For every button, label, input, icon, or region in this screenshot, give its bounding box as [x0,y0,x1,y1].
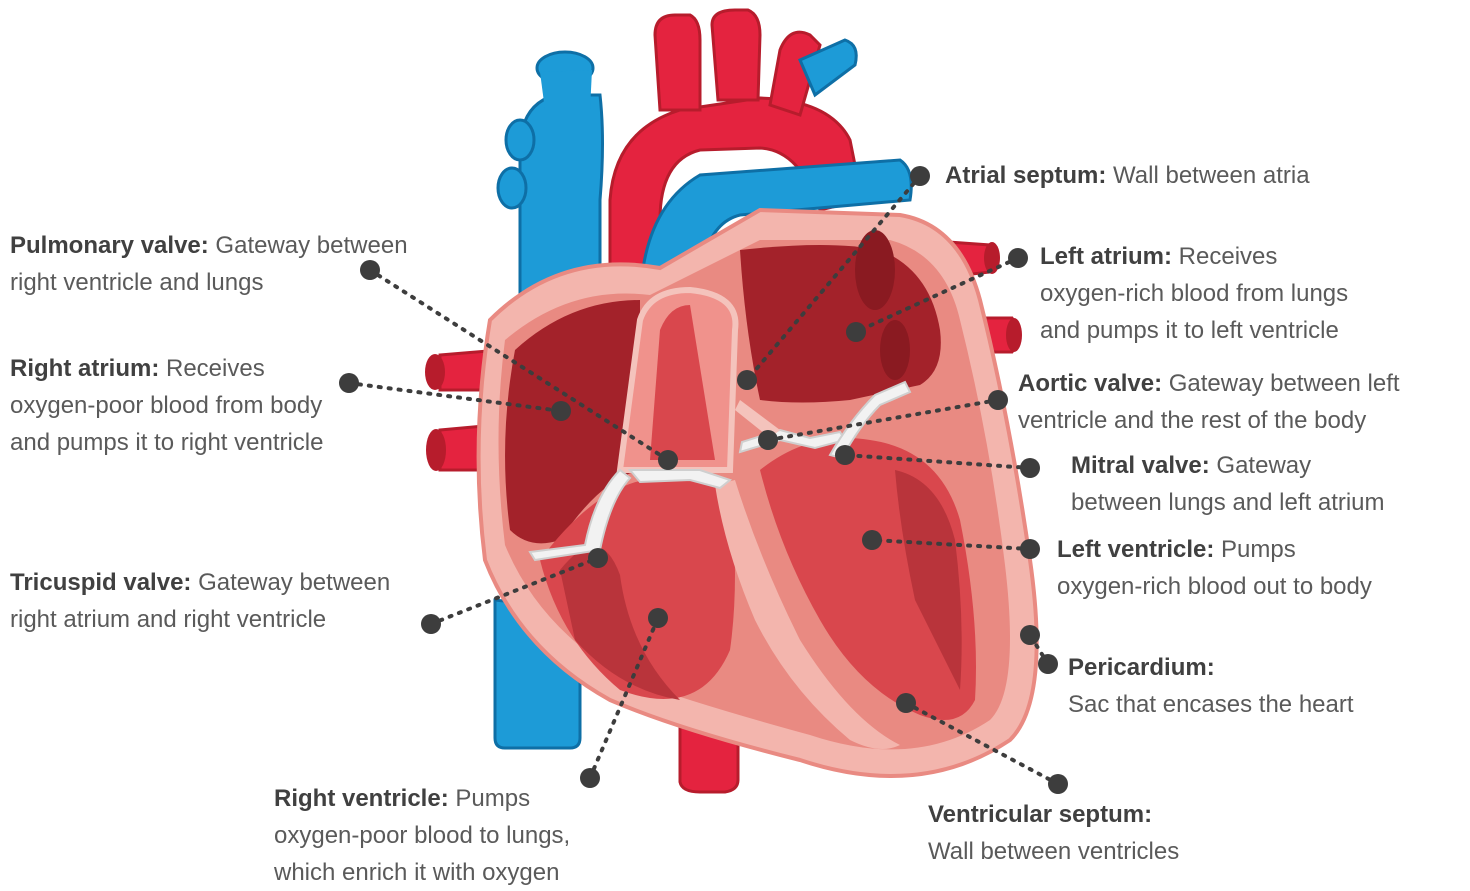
right-ventricle-text-2: oxygen-poor blood to lungs, [274,817,570,854]
pulmonary-valve-dot-inner [658,450,678,470]
aortic-valve-dot-inner [758,430,778,450]
pericardium-dot-inner [1020,625,1040,645]
mitral-valve-text-1: Gateway [1216,452,1311,479]
pericardium-title: Pericardium: [1068,654,1215,681]
atrial-septum-title: Atrial septum: [945,162,1106,189]
right-atrium-title: Right atrium: [10,355,159,382]
pericardium-text: Sac that encases the heart [1068,686,1354,723]
label-pericardium: Pericardium: Sac that encases the heart [1068,649,1354,723]
tricuspid-valve-dot-inner [588,548,608,568]
left-atrium-text-3: and pumps it to left ventricle [1040,312,1348,349]
label-aortic-valve: Aortic valve: Gateway between left ventr… [1018,365,1400,439]
right-atrium-dot-outer [339,373,359,393]
aorta-branch-1 [655,15,700,110]
right-atrium-text-1: Receives [166,355,265,382]
label-right-ventricle: Right ventricle: Pumps oxygen-poor blood… [274,780,570,891]
label-pulmonary-valve: Pulmonary valve: Gateway between right v… [10,227,408,301]
right-atrium-text-3: and pumps it to right ventricle [10,424,324,461]
label-left-ventricle: Left ventricle: Pumps oxygen-rich blood … [1057,531,1372,605]
label-left-atrium: Left atrium: Receives oxygen-rich blood … [1040,238,1348,349]
right-ventricle-text-3: which enrich it with oxygen [274,854,570,891]
pulmonary-valve-text-2: right ventricle and lungs [10,264,408,301]
ventricular-septum-dot-outer [1048,774,1068,794]
mitral-valve-dot-outer [1020,458,1040,478]
pericardium-dot-outer [1038,654,1058,674]
ventricular-septum-dot-inner [896,693,916,713]
aorta-branch-2 [712,10,760,100]
right-atrium-dot-inner [551,401,571,421]
label-mitral-valve: Mitral valve: Gateway between lungs and … [1071,447,1385,521]
label-atrial-septum: Atrial septum: Wall between atria [945,157,1310,194]
aortic-valve-text-2: ventricle and the rest of the body [1018,402,1400,439]
atrial-septum-dot-outer [910,166,930,186]
pulmonary-valve-text-1: Gateway between [215,232,407,259]
atrial-septum-dot-inner [737,370,757,390]
right-ventricle-dot-inner [648,608,668,628]
left-atrium-text-2: oxygen-rich blood from lungs [1040,275,1348,312]
left-atrium-title: Left atrium: [1040,243,1172,270]
tricuspid-valve-text-1: Gateway between [198,569,390,596]
atrial-septum-text: Wall between atria [1113,162,1310,189]
ventricular-septum-text: Wall between ventricles [928,833,1179,870]
aortic-valve-title: Aortic valve: [1018,370,1162,397]
aortic-valve-text-1: Gateway between left [1169,370,1400,397]
label-ventricular-septum: Ventricular septum: Wall between ventric… [928,796,1179,870]
left-atrium-dot-outer [1008,248,1028,268]
left-atrium-text-1: Receives [1179,243,1278,270]
left-ventricle-text-1: Pumps [1221,536,1296,563]
tricuspid-valve-text-2: right atrium and right ventricle [10,601,390,638]
tricuspid-valve-title: Tricuspid valve: [10,569,191,596]
mitral-valve-dot-inner [835,445,855,465]
left-atrium-dot-inner [846,322,866,342]
left-ventricle-text-2: oxygen-rich blood out to body [1057,568,1372,605]
right-ventricle-title: Right ventricle: [274,785,449,812]
ventricular-septum-title: Ventricular septum: [928,801,1152,828]
right-atrium-text-2: oxygen-poor blood from body [10,387,324,424]
tricuspid-valve-dot-outer [421,614,441,634]
left-ventricle-dot-outer [1020,539,1040,559]
right-ventricle-dot-outer [580,768,600,788]
right-ventricle-text-1: Pumps [455,785,530,812]
left-ventricle-dot-inner [862,530,882,550]
mitral-valve-text-2: between lungs and left atrium [1071,484,1385,521]
mitral-valve-title: Mitral valve: [1071,452,1210,479]
label-tricuspid-valve: Tricuspid valve: Gateway between right a… [10,564,390,638]
label-right-atrium: Right atrium: Receives oxygen-poor blood… [10,350,324,461]
aortic-valve-dot-outer [988,390,1008,410]
pulmonary-valve-title: Pulmonary valve: [10,232,209,259]
left-ventricle-title: Left ventricle: [1057,536,1214,563]
